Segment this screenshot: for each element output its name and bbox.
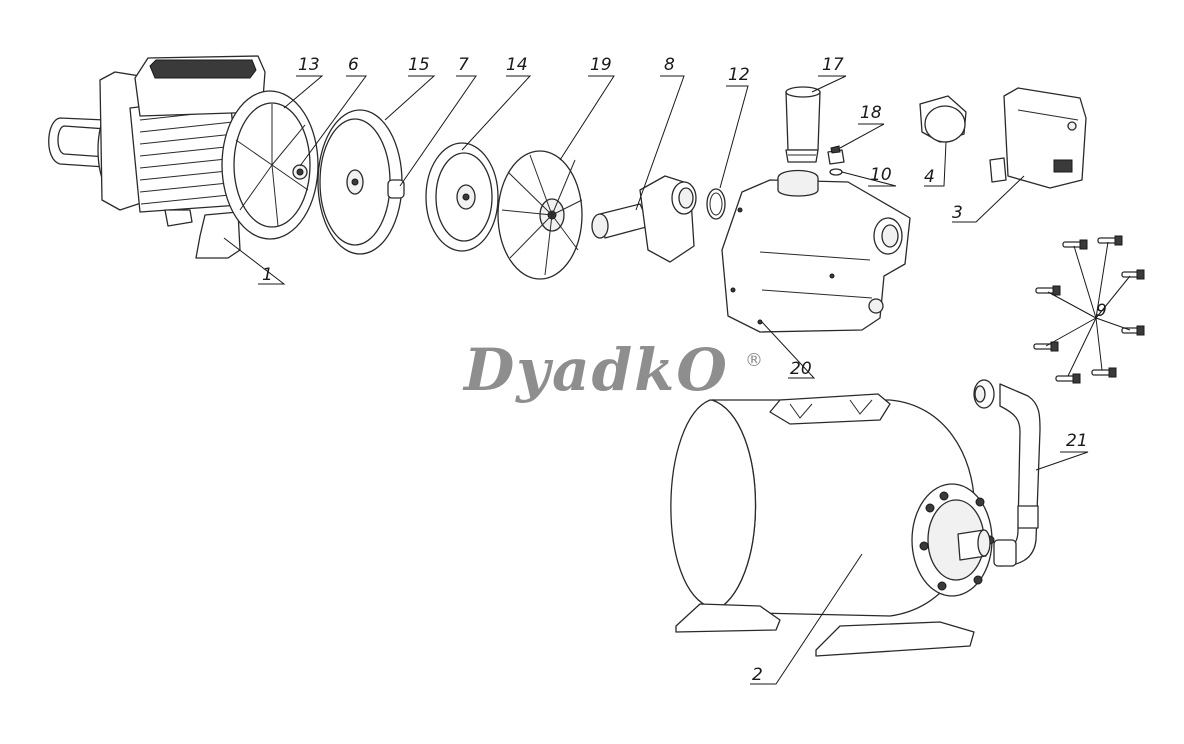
bolt bbox=[1121, 325, 1145, 336]
impeller bbox=[497, 150, 583, 280]
bolt-leader-spokes bbox=[1045, 241, 1131, 377]
seal-plate-hub bbox=[387, 179, 405, 199]
flexible-hose bbox=[973, 379, 1041, 567]
callout-13: 13 bbox=[298, 55, 320, 75]
motor-cooling-ribs bbox=[139, 109, 240, 205]
ejector-nozzle bbox=[591, 213, 609, 239]
diffuser bbox=[425, 142, 499, 252]
bolt bbox=[1091, 367, 1117, 378]
capacitor bbox=[919, 95, 967, 143]
motor bbox=[48, 55, 319, 259]
callout-10: 10 bbox=[870, 165, 892, 185]
tank-foot-right bbox=[815, 621, 975, 657]
impeller-vanes bbox=[501, 154, 583, 276]
callout-12: 12 bbox=[728, 65, 750, 85]
callout-8: 8 bbox=[664, 55, 675, 75]
hose-ferrule bbox=[1017, 505, 1039, 529]
pump-housing bbox=[721, 169, 911, 333]
bolts bbox=[1033, 235, 1145, 384]
pressure-tank bbox=[670, 393, 995, 657]
bolt bbox=[1055, 373, 1081, 384]
tank-foot-left bbox=[675, 603, 781, 633]
housing-top-port bbox=[777, 169, 819, 197]
callout-15: 15 bbox=[408, 55, 430, 75]
tank-bracket bbox=[769, 393, 891, 425]
callout-21: 21 bbox=[1066, 431, 1088, 451]
bolt bbox=[1035, 285, 1061, 296]
callout-17: 17 bbox=[822, 55, 844, 75]
plug-washer bbox=[829, 168, 843, 176]
bolt bbox=[1097, 235, 1123, 246]
inlet-fitting bbox=[785, 86, 821, 163]
motor-foot-mount bbox=[195, 211, 241, 259]
housing-mount-hole bbox=[868, 298, 884, 314]
callout-2: 2 bbox=[752, 665, 763, 685]
callout-19: 19 bbox=[590, 55, 612, 75]
flange-spokes bbox=[235, 104, 309, 227]
callout-14: 14 bbox=[506, 55, 528, 75]
callout-labels: 1 13 6 15 7 14 19 8 12 17 18 10 4 3 9 20… bbox=[262, 55, 1107, 685]
callout-7: 7 bbox=[458, 55, 469, 75]
seal-plate bbox=[317, 109, 405, 255]
callout-1: 1 bbox=[262, 265, 273, 285]
leader-lines bbox=[223, 75, 1131, 685]
pressure-switch-label bbox=[1053, 159, 1073, 173]
pressure-switch-fitting bbox=[989, 157, 1007, 183]
inlet-fitting-thread bbox=[785, 149, 819, 163]
callout-4: 4 bbox=[924, 167, 935, 187]
watermark-registered-mark: ® bbox=[745, 350, 763, 371]
callout-18: 18 bbox=[860, 103, 882, 123]
motor-foot bbox=[164, 209, 193, 227]
bolt bbox=[1121, 269, 1145, 280]
drain-plug bbox=[827, 145, 845, 165]
callout-3: 3 bbox=[952, 203, 963, 223]
callout-9: 9 bbox=[1096, 301, 1107, 321]
callout-20: 20 bbox=[790, 359, 812, 379]
pressure-switch bbox=[989, 87, 1087, 189]
hose-bottom-nut bbox=[993, 539, 1017, 567]
callout-6: 6 bbox=[348, 55, 359, 75]
watermark: DyadkO bbox=[462, 336, 729, 404]
ejector bbox=[591, 175, 697, 263]
bolt bbox=[1033, 341, 1059, 352]
motor-terminal-cover-plate bbox=[149, 59, 257, 79]
